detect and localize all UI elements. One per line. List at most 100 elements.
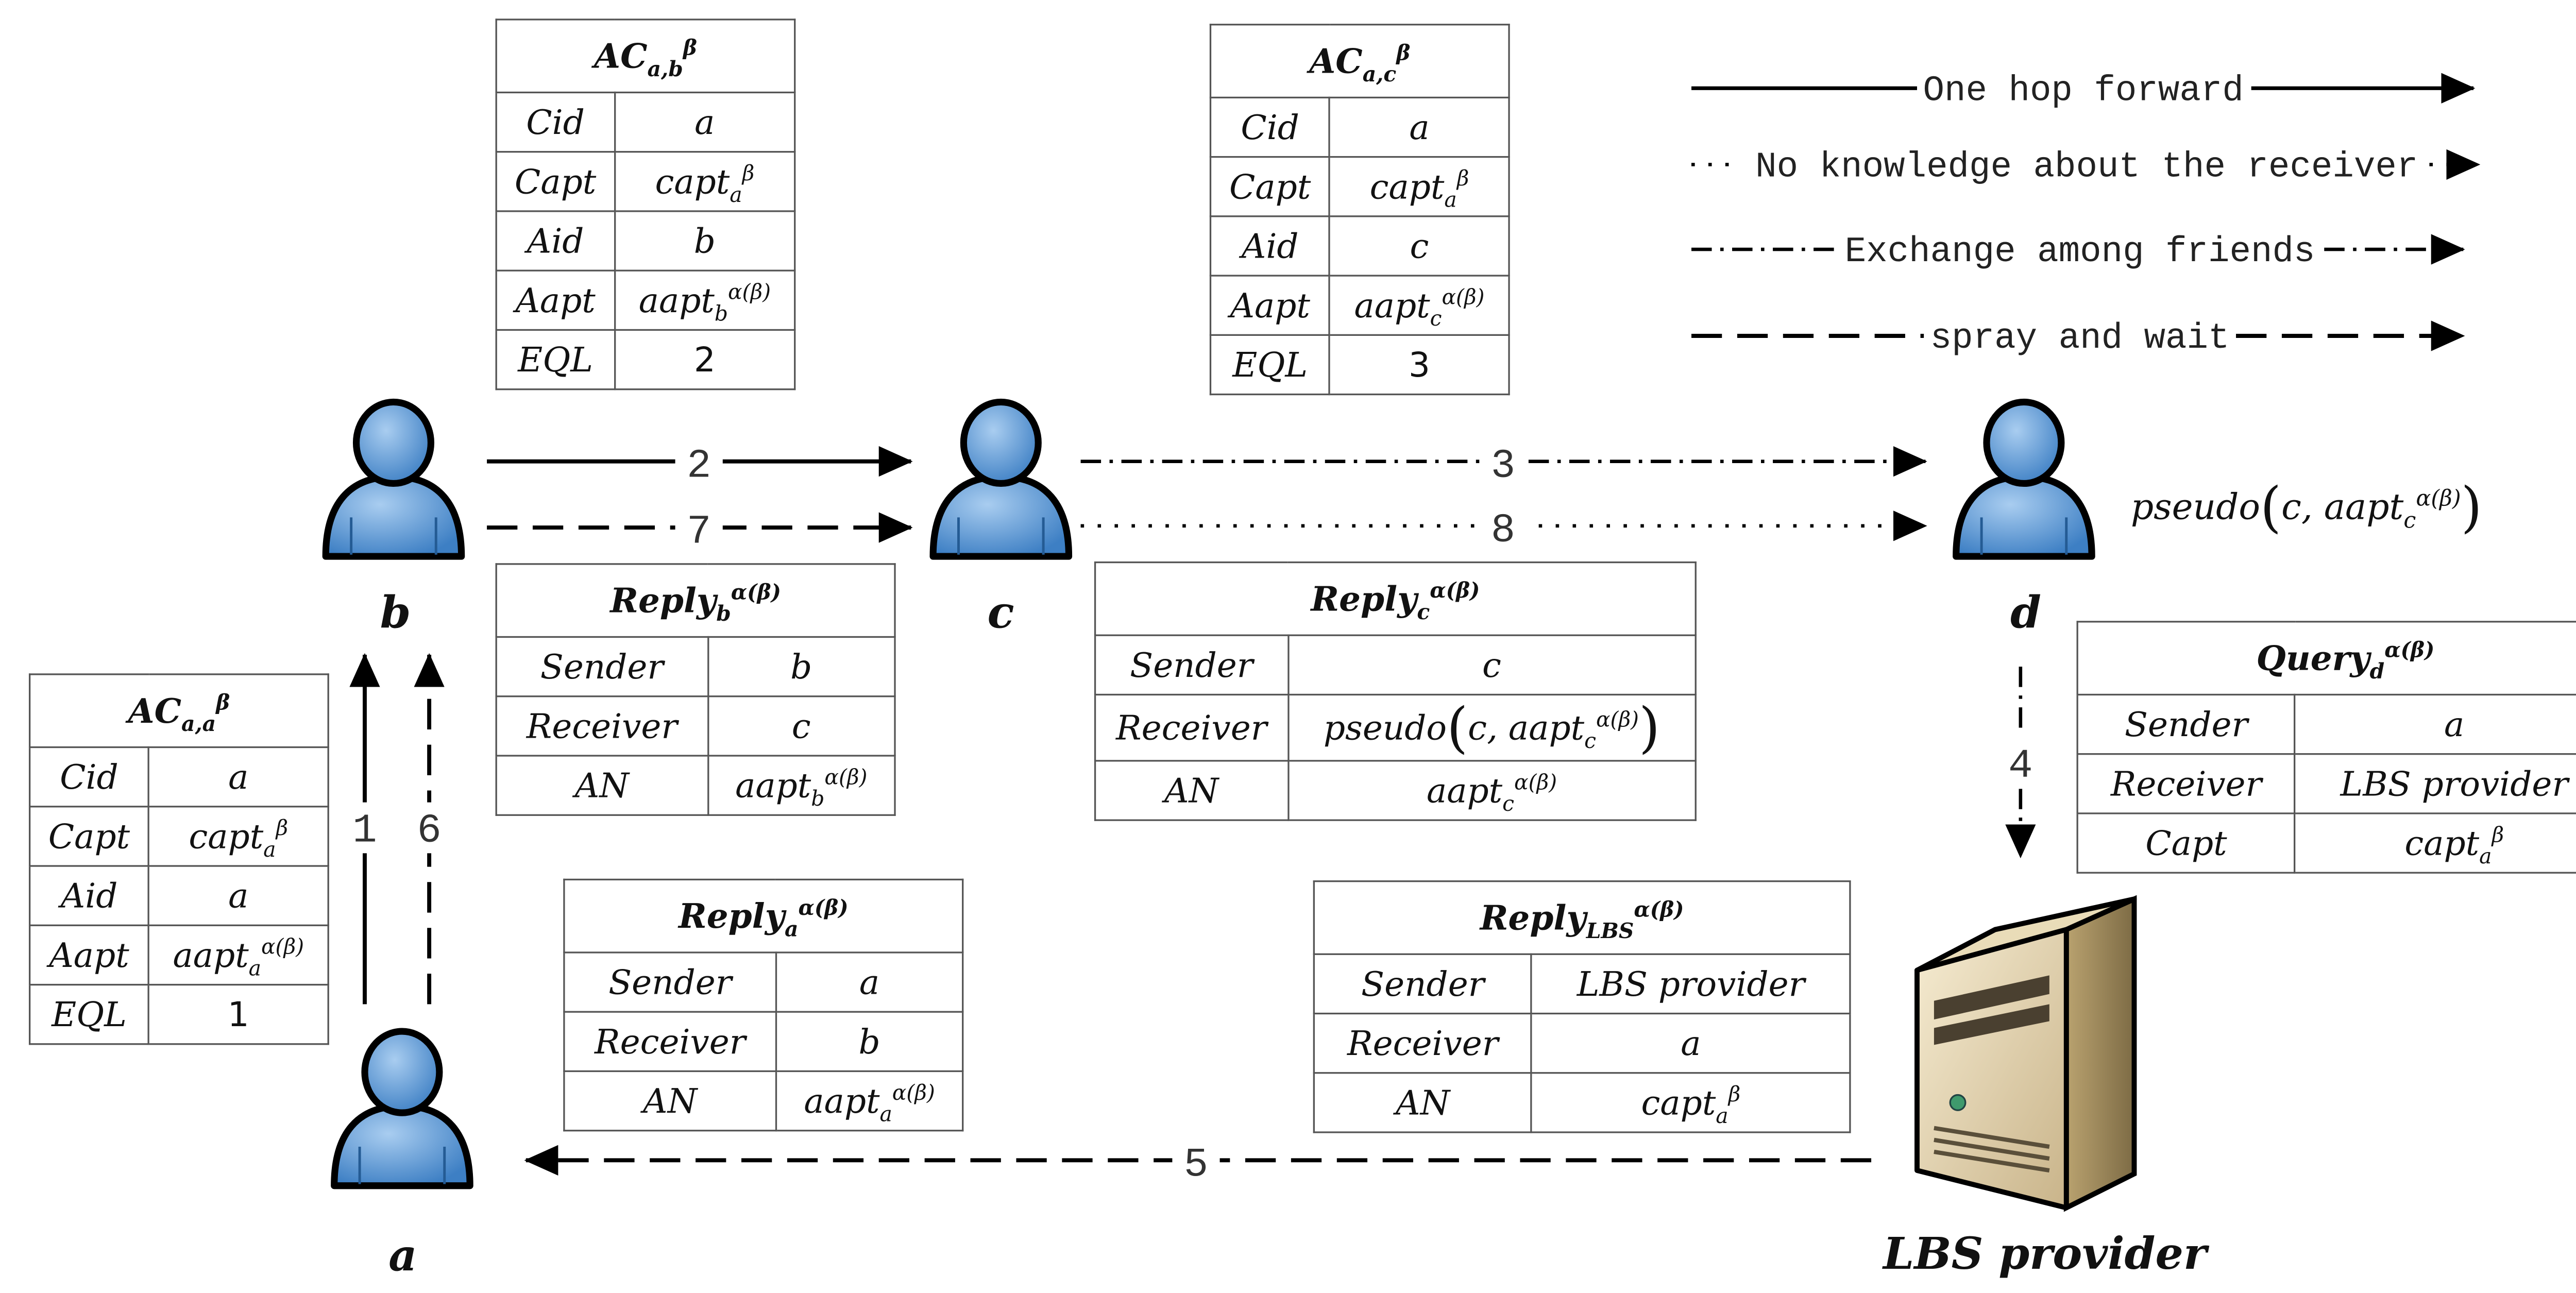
- cell-base: capt: [189, 815, 264, 857]
- table-title: ACa,cβ: [1209, 24, 1510, 98]
- step-4-label: 4: [2008, 743, 2032, 789]
- row-value: a: [614, 91, 796, 153]
- cell-text: c: [791, 705, 811, 746]
- cell-text: 1: [227, 994, 249, 1035]
- node-label-b: b: [380, 588, 411, 640]
- cell-text: a: [859, 962, 880, 1003]
- row-key: Sender: [1094, 634, 1289, 696]
- cell-text: a: [228, 875, 249, 916]
- cell-sup: α(β): [1442, 284, 1485, 310]
- row-key: EQL: [28, 983, 149, 1045]
- row-value: a: [1329, 96, 1510, 158]
- server-icon: [1914, 895, 2137, 1212]
- cell-text: a: [1681, 1023, 1701, 1064]
- cell-text: a: [2444, 704, 2465, 745]
- title-sup: β: [216, 689, 230, 715]
- row-value: a: [147, 865, 329, 926]
- table-title: Replycα(β): [1094, 561, 1697, 636]
- title-sup: α(β): [1634, 896, 1684, 922]
- row-key: Cid: [495, 91, 616, 153]
- title-sub: a,a: [181, 710, 216, 737]
- node-label-lbs-provider: LBS provider: [1883, 1230, 2207, 1281]
- cell-text: b: [858, 1021, 880, 1062]
- cell-sub: a: [248, 955, 262, 981]
- row-key: AN: [1094, 760, 1289, 821]
- cell-sup: α(β): [1514, 769, 1557, 795]
- title-base: AC: [594, 36, 648, 77]
- pseudo-args: c, aapt: [2281, 487, 2404, 528]
- row-value: captaβ: [1531, 1072, 1851, 1133]
- row-value: aaptaα(β): [147, 924, 329, 986]
- cell-sup: α(β): [728, 279, 771, 304]
- step-5-label: 5: [1184, 1142, 1208, 1188]
- legend-one-hop: One hop forward: [1923, 70, 2243, 111]
- row-key: Sender: [495, 636, 709, 697]
- cell-base: aapt: [735, 765, 811, 806]
- step-1-label: 1: [352, 807, 377, 854]
- cell-sup: α(β): [261, 933, 304, 959]
- row-key: Aid: [495, 210, 616, 271]
- table-row: Sender b: [495, 636, 896, 697]
- cell-text: b: [790, 646, 812, 687]
- title-sub: d: [2369, 658, 2385, 684]
- row-value: a: [775, 951, 964, 1013]
- node-label-c: c: [987, 588, 1014, 640]
- cell-sup: α(β): [1596, 706, 1639, 732]
- title-sup: α(β): [731, 579, 781, 605]
- row-key: Capt: [28, 806, 149, 867]
- row-value: b: [775, 1011, 964, 1073]
- cell-sup: β: [2492, 821, 2504, 847]
- row-key: EQL: [1209, 334, 1331, 396]
- cell-sub: a: [1716, 1102, 1728, 1128]
- title-base: Query: [2256, 638, 2370, 679]
- cell-text: LBS provider: [1577, 963, 1805, 1005]
- cell-base: capt: [1641, 1082, 1716, 1123]
- table-title: ACa,aβ: [28, 673, 329, 748]
- table-row: EQL 1: [28, 983, 329, 1045]
- row-key: Receiver: [2076, 753, 2296, 814]
- cell-text: c: [1482, 644, 1501, 686]
- row-value: captaβ: [1329, 156, 1510, 217]
- cell-sup: β: [276, 814, 289, 841]
- cell-text: c: [1410, 225, 1429, 266]
- cell-sub: a: [730, 181, 742, 207]
- row-value: a: [2294, 693, 2576, 755]
- row-value: c: [1287, 634, 1697, 696]
- row-key: Sender: [2076, 693, 2296, 755]
- title-sup: α(β): [2384, 636, 2435, 662]
- cell-sub: a: [2479, 843, 2492, 869]
- title-sup: β: [1396, 39, 1411, 65]
- row-value: pseudo(c, aaptcα(β)): [1287, 693, 1697, 762]
- step-6-label: 6: [417, 807, 441, 854]
- cell-base: aapt: [173, 934, 249, 976]
- table-title-row: Querydα(β): [2076, 621, 2576, 696]
- step-2-label: 2: [687, 443, 711, 489]
- table-title-row: Replybα(β): [495, 563, 896, 638]
- legend-no-knowledge: No knowledge about the receiver: [1755, 146, 2418, 187]
- title-sub: b: [716, 600, 731, 626]
- user-icon-a: [331, 1028, 473, 1189]
- row-value: c: [1329, 215, 1510, 277]
- row-value: captaβ: [147, 806, 329, 867]
- row-key: Receiver: [495, 695, 709, 757]
- row-value: aaptaα(β): [775, 1070, 964, 1132]
- row-key: Aapt: [1209, 275, 1331, 336]
- node-label-d: d: [2010, 588, 2041, 640]
- row-key: AN: [1313, 1072, 1533, 1133]
